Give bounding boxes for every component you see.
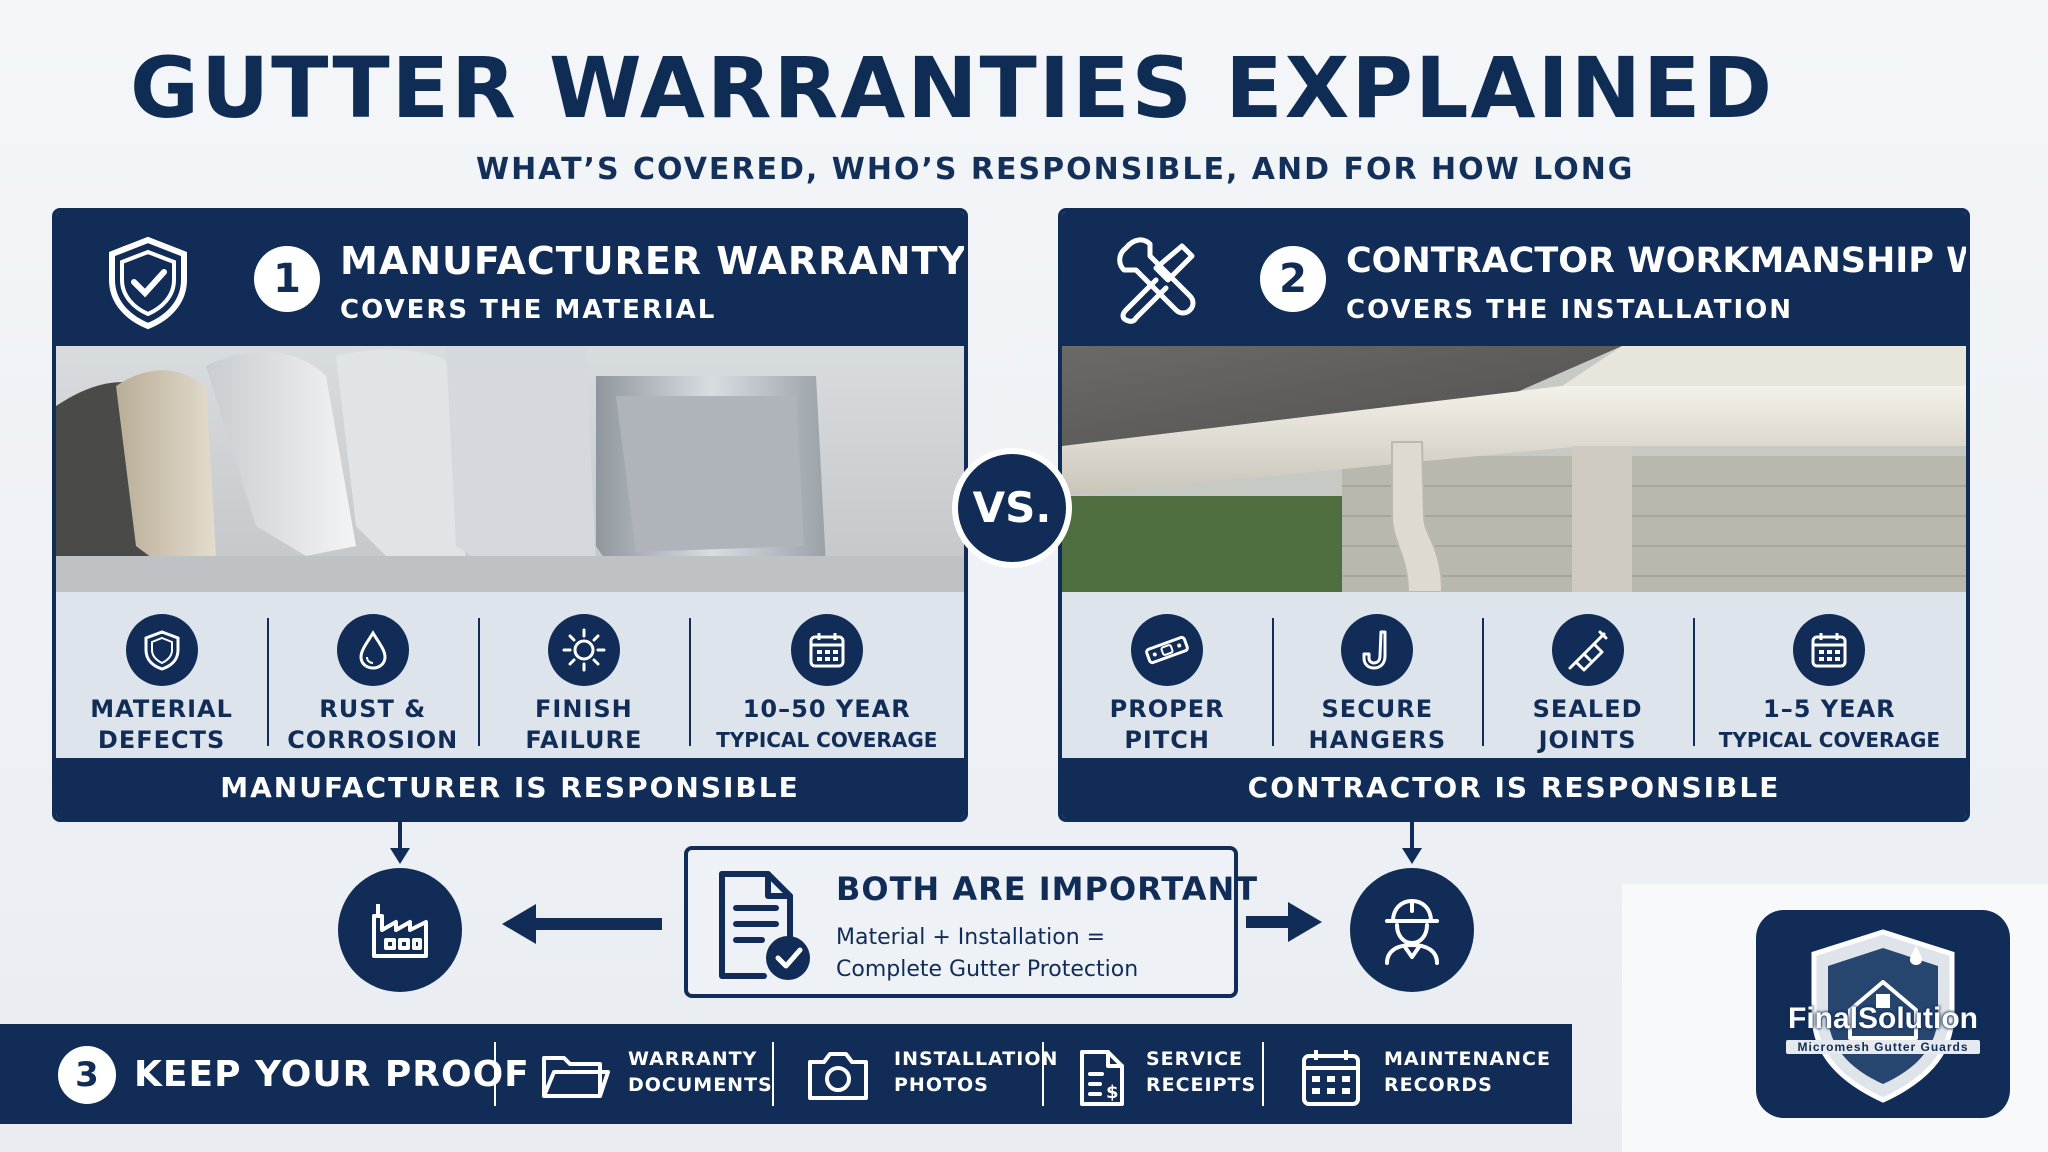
receipt-icon: $ bbox=[1080, 1050, 1124, 1106]
feature-label: FINISH FAILURE bbox=[525, 695, 643, 754]
factory-badge bbox=[338, 868, 462, 992]
step-number-2: 2 bbox=[1260, 246, 1326, 312]
divider bbox=[1262, 1042, 1264, 1106]
proof-item-label: SERVICE RECEIPTS bbox=[1146, 1048, 1257, 1096]
feature-label: RUST & CORROSION bbox=[287, 695, 459, 754]
calendar-icon bbox=[1302, 1050, 1360, 1106]
contractor-warranty-title: CONTRACTOR WORKMANSHIP WARRANTY bbox=[1346, 241, 1966, 281]
page-subtitle: WHAT’S COVERED, WHO’S RESPONSIBLE, AND F… bbox=[476, 152, 1635, 187]
contractor-warranty-subtitle: COVERS THE INSTALLATION bbox=[1346, 295, 1793, 325]
contractor-coverage-list: PROPER PITCH SECURE HANGERS SEAL bbox=[1062, 592, 1966, 766]
hanger-icon bbox=[1362, 630, 1387, 670]
factory-icon bbox=[372, 904, 428, 958]
proof-item-label: MAINTENANCE RECORDS bbox=[1384, 1048, 1551, 1096]
sun-icon bbox=[562, 628, 606, 672]
calendar-icon bbox=[1811, 633, 1847, 668]
brand-tagline: Micromesh Gutter Guards bbox=[1786, 1040, 1980, 1054]
manufacturer-coverage-list: MATERIAL DEFECTS RUST & CORROSION bbox=[56, 592, 964, 766]
shield-icon bbox=[144, 630, 180, 671]
versus-badge: VS. bbox=[952, 448, 1072, 568]
contractor-badge bbox=[1350, 868, 1474, 992]
coverage-secure-hangers: SECURE HANGERS bbox=[1272, 592, 1482, 766]
coverage-sealed-joints: SEALED JOINTS bbox=[1482, 592, 1692, 766]
proof-item-label: WARRANTY DOCUMENTS bbox=[628, 1048, 773, 1096]
divider bbox=[494, 1042, 496, 1106]
contractor-responsible-label: CONTRACTOR IS RESPONSIBLE bbox=[1062, 758, 1966, 818]
arrow-right-icon bbox=[1246, 902, 1322, 942]
coverage-proper-pitch: PROPER PITCH bbox=[1062, 592, 1272, 766]
manufacturer-responsible-label: MANUFACTURER IS RESPONSIBLE bbox=[56, 758, 964, 818]
page-title: GUTTER WARRANTIES EXPLAINED bbox=[130, 39, 1775, 137]
droplet-icon bbox=[359, 630, 387, 670]
both-line-2: Complete Gutter Protection bbox=[836, 957, 1139, 982]
manufacturer-warranty-subtitle: COVERS THE MATERIAL bbox=[340, 295, 717, 325]
keep-your-proof-title: KEEP YOUR PROOF bbox=[134, 1054, 530, 1095]
arrow-down-icon bbox=[1402, 822, 1422, 864]
step-number-1: 1 bbox=[254, 246, 320, 312]
document-check-icon bbox=[719, 871, 810, 980]
manufacturer-warranty-title: MANUFACTURER WARRANTY bbox=[340, 239, 968, 283]
keep-your-proof-bar: 3 KEEP YOUR PROOF WARRANTY DOCUMENTS INS… bbox=[0, 1024, 1572, 1124]
both-line-1: Material + Installation = bbox=[836, 925, 1106, 950]
arrow-left-icon bbox=[502, 904, 662, 944]
divider bbox=[1042, 1042, 1044, 1106]
step-number-3: 3 bbox=[58, 1046, 116, 1104]
tools-icon bbox=[1117, 237, 1196, 324]
coverage-finish-failure: FINISH FAILURE bbox=[478, 592, 689, 766]
both-important-text: Material + Installation = Complete Gutte… bbox=[836, 922, 1138, 986]
brand-logo: FinalSolution Micromesh Gutter Guards bbox=[1756, 910, 2010, 1118]
feature-label: 1–5 YEAR bbox=[1763, 695, 1896, 723]
caulk-gun-icon bbox=[1568, 630, 1608, 672]
shield-check-icon bbox=[109, 236, 187, 330]
feature-sublabel: TYPICAL COVERAGE bbox=[716, 728, 938, 752]
panel-header: 1 MANUFACTURER WARRANTY COVERS THE MATER… bbox=[56, 212, 964, 346]
worker-helmet-icon bbox=[1385, 899, 1439, 965]
level-icon bbox=[1145, 635, 1189, 665]
coverage-duration: 10–50 YEAR TYPICAL COVERAGE bbox=[689, 592, 964, 766]
brand-name: FinalSolution bbox=[1788, 1002, 1978, 1035]
coverage-duration: 1–5 YEAR TYPICAL COVERAGE bbox=[1692, 592, 1966, 766]
folder-icon bbox=[542, 1056, 610, 1098]
camera-icon bbox=[808, 1052, 868, 1100]
panel-header: 2 CONTRACTOR WORKMANSHIP WARRANTY COVERS… bbox=[1062, 212, 1966, 346]
coverage-rust-corrosion: RUST & CORROSION bbox=[267, 592, 478, 766]
feature-label: SECURE HANGERS bbox=[1308, 695, 1447, 754]
feature-label: PROPER PITCH bbox=[1109, 695, 1225, 754]
both-important-callout: BOTH ARE IMPORTANT Material + Installati… bbox=[684, 846, 1257, 998]
calendar-icon bbox=[809, 633, 845, 668]
feature-label: MATERIAL DEFECTS bbox=[90, 695, 233, 754]
svg-text:$: $ bbox=[1106, 1082, 1119, 1103]
divider bbox=[772, 1042, 774, 1106]
feature-label: 10–50 YEAR bbox=[742, 695, 911, 723]
installed-gutter-photo bbox=[1062, 346, 1966, 592]
arrow-down-icon bbox=[390, 822, 410, 864]
contractor-warranty-panel: 2 CONTRACTOR WORKMANSHIP WARRANTY COVERS… bbox=[1058, 208, 1970, 822]
coverage-material-defects: MATERIAL DEFECTS bbox=[56, 592, 267, 766]
gutter-materials-photo bbox=[56, 346, 964, 592]
manufacturer-warranty-panel: 1 MANUFACTURER WARRANTY COVERS THE MATER… bbox=[52, 208, 968, 822]
feature-label: SEALED JOINTS bbox=[1532, 695, 1643, 754]
feature-sublabel: TYPICAL COVERAGE bbox=[1718, 728, 1941, 752]
both-important-title: BOTH ARE IMPORTANT bbox=[836, 870, 1259, 908]
proof-item-label: INSTALLATION PHOTOS bbox=[894, 1048, 1059, 1096]
